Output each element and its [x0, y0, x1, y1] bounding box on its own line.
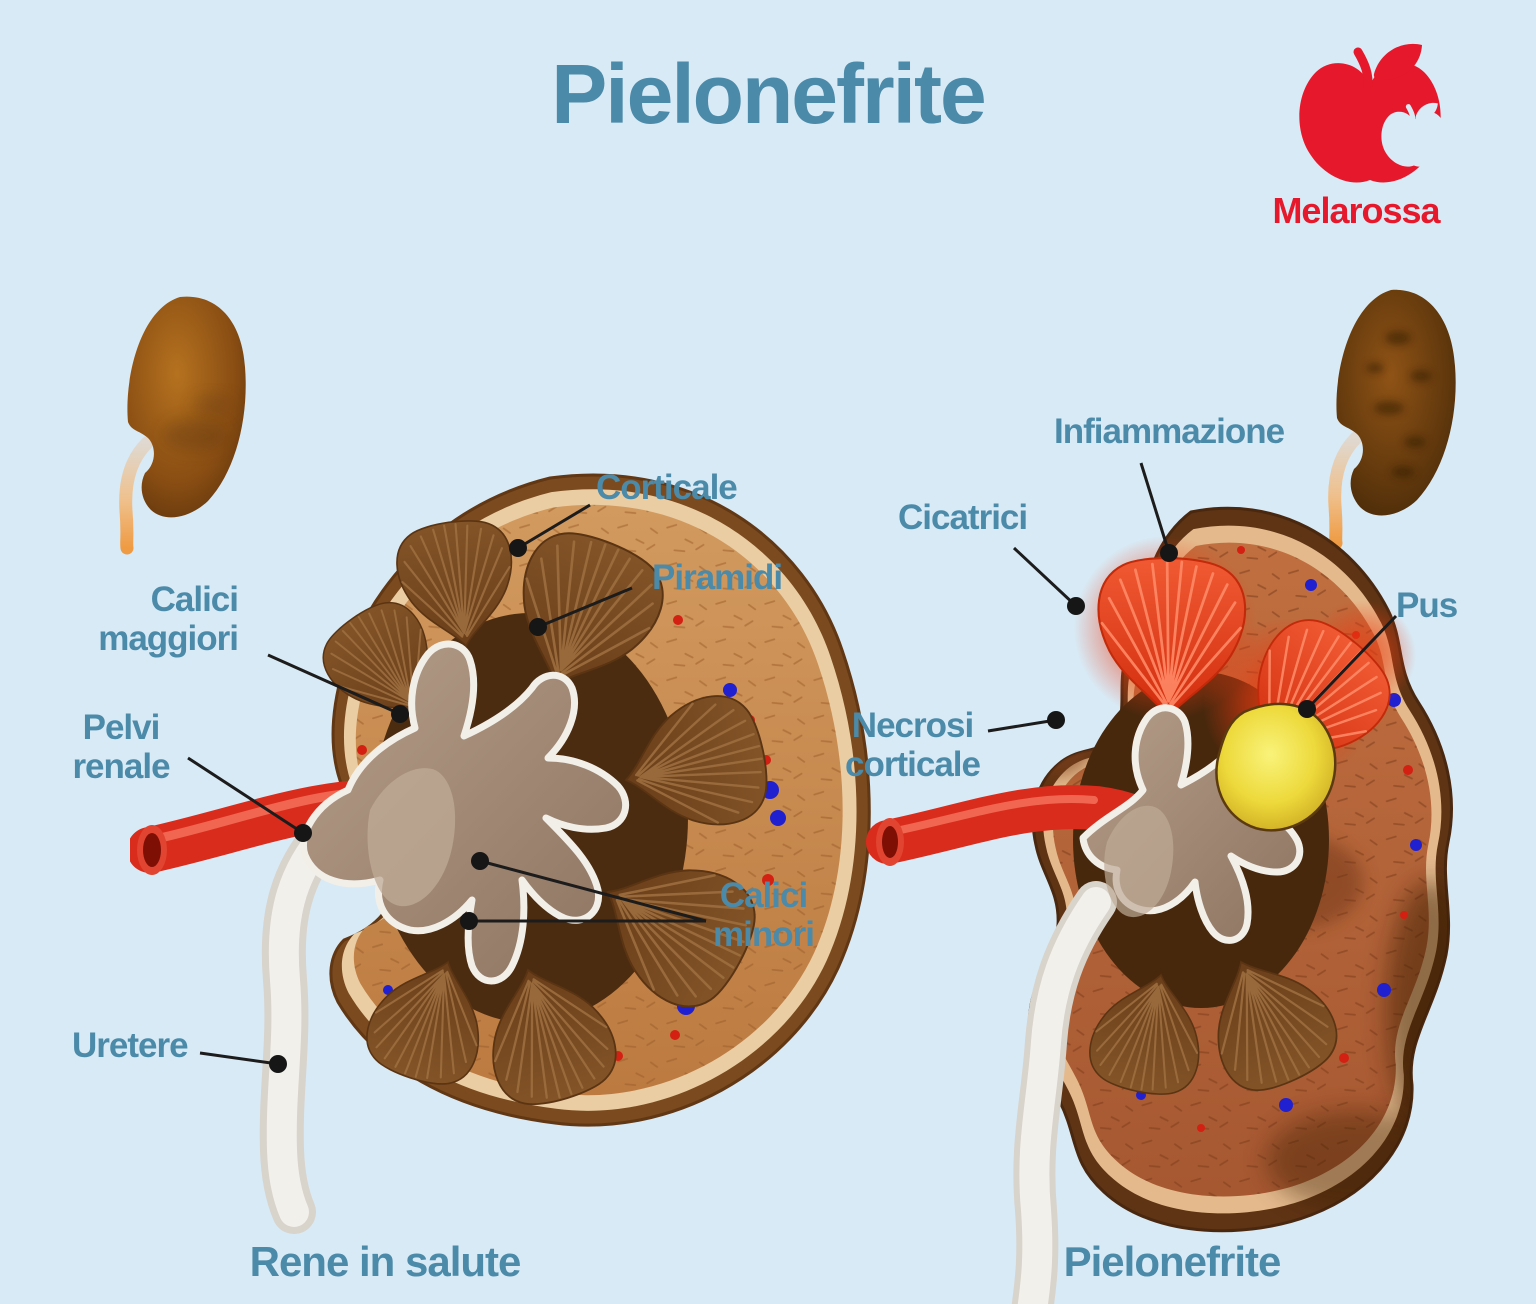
- label-cicatrici: Cicatrici: [898, 498, 1028, 537]
- mini-kidney-healthy-icon: [119, 296, 246, 555]
- label-pelvi-renale: Pelvi renale: [72, 708, 170, 787]
- page-title: Pielonefrite: [551, 47, 986, 141]
- cortical-necrosis-patch: [1029, 668, 1100, 776]
- healthy-kidney-illustration: [130, 473, 871, 1234]
- ureter: [1011, 881, 1117, 1304]
- label-necrosi-corticale: Necrosi corticale: [845, 706, 981, 785]
- label-uretere: Uretere: [72, 1026, 189, 1065]
- pus-pocket: [1215, 702, 1337, 832]
- apple-icon: [1299, 43, 1447, 183]
- mini-kidney-diseased-icon: [1328, 289, 1456, 550]
- caption-healthy-kidney: Rene in salute: [249, 1238, 522, 1285]
- label-infiammazione: Infiammazione: [1054, 412, 1285, 451]
- label-corticale: Corticale: [596, 468, 738, 507]
- ureter: [259, 813, 347, 1234]
- caption-pyelonephritis: Pielonefrite: [1063, 1238, 1282, 1285]
- label-pus: Pus: [1396, 586, 1458, 625]
- diseased-kidney-illustration: [866, 506, 1453, 1304]
- label-calici-maggiori: Calici maggiori: [98, 580, 239, 659]
- brand-name: Melarossa: [1272, 190, 1440, 231]
- label-piramidi: Piramidi: [652, 558, 783, 597]
- label-calici-minori: Calici minori: [713, 876, 815, 955]
